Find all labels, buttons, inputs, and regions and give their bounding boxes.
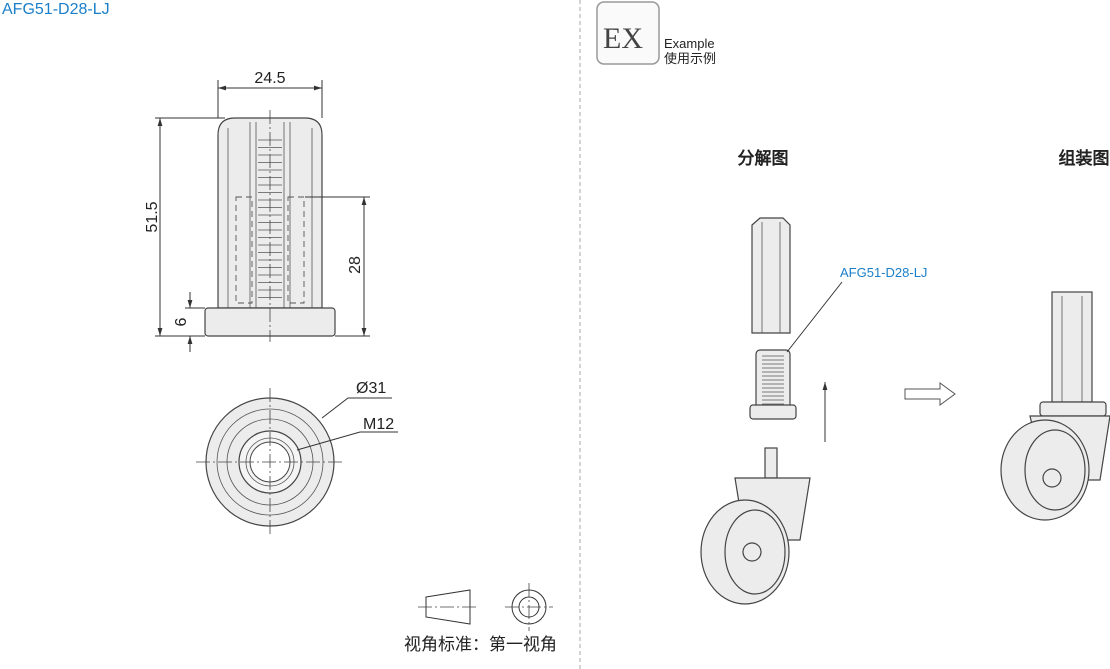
- example-label-en: Example: [664, 36, 715, 51]
- exploded-view-title: 分解图: [738, 148, 789, 168]
- top-view: Ø31 M12: [196, 380, 398, 536]
- projection-label: 视角标准：第一视角: [404, 635, 557, 654]
- exploded-view: AFG51-D28-LJ: [700, 217, 927, 605]
- insert-depth-dimension: 28: [347, 256, 364, 274]
- assembled-view-title: 组装图: [1059, 148, 1110, 168]
- assembled-view: [1000, 291, 1110, 521]
- example-icon: EX: [596, 1, 660, 65]
- height-dimension: 51.5: [144, 201, 161, 232]
- part-callout: AFG51-D28-LJ: [840, 265, 927, 280]
- base-height-dimension: 6: [173, 317, 190, 326]
- example-label-cn: 使用示例: [664, 51, 716, 66]
- arrow-right-icon: [904, 382, 956, 406]
- front-view: 24.5 51.5 28 6: [144, 70, 370, 352]
- width-dimension: 24.5: [254, 70, 285, 87]
- part-number-title: AFG51-D28-LJ: [2, 1, 110, 18]
- diameter-dimension: Ø31: [356, 380, 386, 397]
- thread-dimension: M12: [363, 416, 394, 433]
- svg-text:EX: EX: [603, 22, 643, 55]
- first-angle-projection-icon: [418, 583, 553, 631]
